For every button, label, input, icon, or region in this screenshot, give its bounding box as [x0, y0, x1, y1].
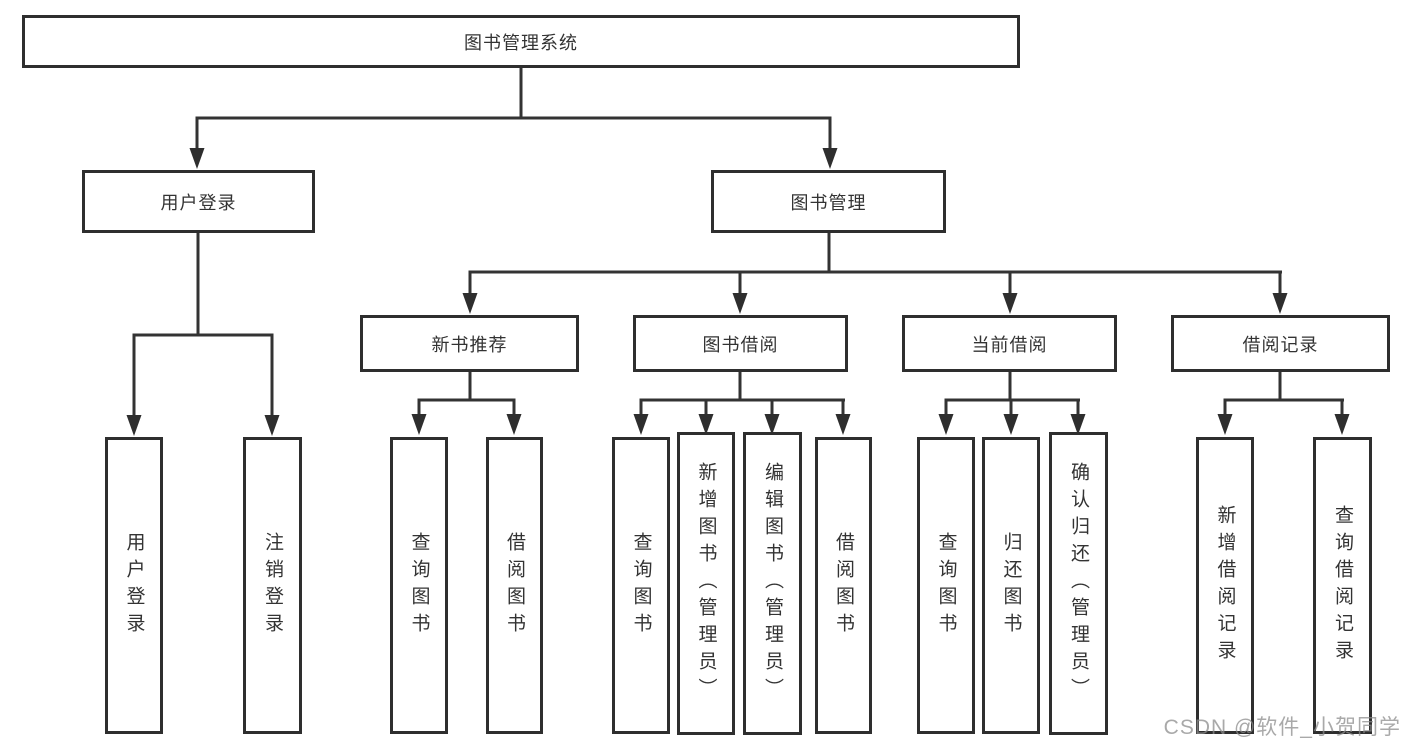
leaf-borrow-books-1: 借阅图书	[486, 437, 543, 734]
node-book-management: 图书管理	[711, 170, 946, 233]
leaf-logout: 注销登录	[243, 437, 302, 734]
node-book-management-label: 图书管理	[790, 192, 867, 213]
node-borrow-records-label: 借阅记录	[1242, 334, 1319, 355]
node-user-login-label: 用户登录	[160, 192, 237, 213]
node-book-borrow: 图书借阅	[633, 315, 848, 372]
node-library-system-label: 图书管理系统	[464, 32, 578, 53]
leaf-borrow-books-2: 借阅图书	[815, 437, 872, 734]
leaf-return-book: 归还图书	[982, 437, 1040, 734]
csdn-watermark: CSDN @软件_小贺同学	[1163, 716, 1401, 739]
leaf-add-borrow-record: 新增借阅记录	[1196, 437, 1254, 734]
leaf-user-login: 用户登录	[105, 437, 163, 734]
leaf-confirm-return-admin: 确认归还（管理员）	[1049, 432, 1108, 735]
node-user-login: 用户登录	[82, 170, 315, 233]
node-new-book-recommend: 新书推荐	[360, 315, 579, 372]
node-book-borrow-label: 图书借阅	[702, 334, 779, 355]
leaf-add-book-admin: 新增图书（管理员）	[677, 432, 735, 735]
node-borrow-records: 借阅记录	[1171, 315, 1390, 372]
leaf-edit-book-admin: 编辑图书（管理员）	[743, 432, 802, 735]
leaf-query-books-1: 查询图书	[390, 437, 448, 734]
node-library-system: 图书管理系统	[22, 15, 1020, 68]
leaf-query-books-2: 查询图书	[612, 437, 670, 734]
node-current-borrow: 当前借阅	[902, 315, 1117, 372]
node-current-borrow-label: 当前借阅	[971, 334, 1048, 355]
node-new-book-recommend-label: 新书推荐	[431, 334, 508, 355]
leaf-query-borrow-record: 查询借阅记录	[1313, 437, 1372, 734]
leaf-query-books-3: 查询图书	[917, 437, 975, 734]
